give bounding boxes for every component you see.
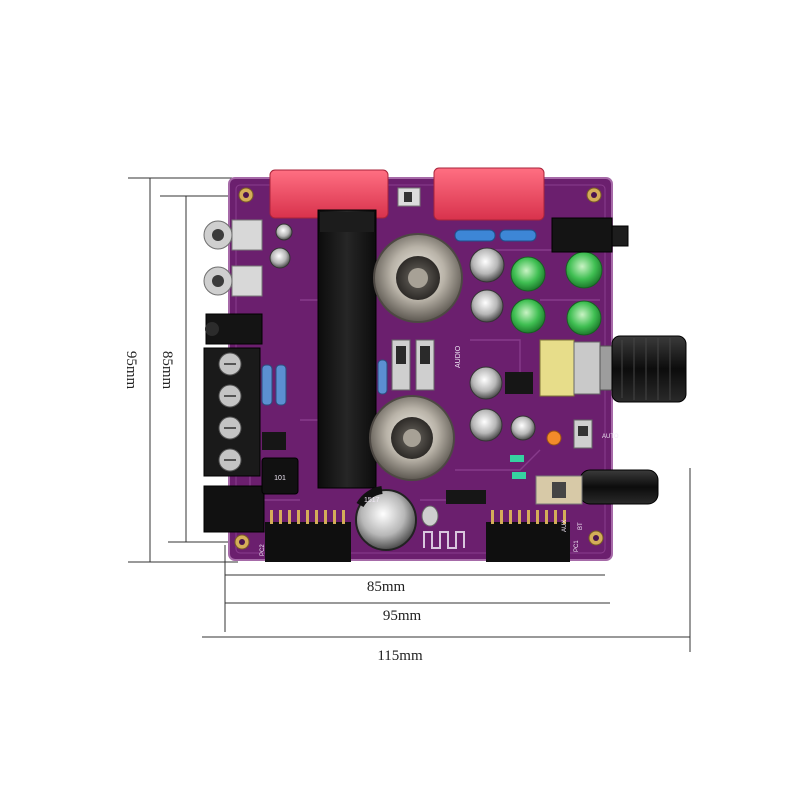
dimension-lines — [128, 177, 691, 652]
silk-bt: BT — [578, 522, 584, 530]
electrolytic-cap — [269, 247, 291, 269]
vacuum-tube-bottom — [369, 395, 455, 481]
electrolytic-cap — [275, 223, 293, 241]
filter-capacitor: 1517 — [355, 486, 417, 551]
silk-auto: AUTO — [602, 434, 619, 440]
volume-knob — [611, 335, 687, 403]
small-resistors — [261, 359, 388, 406]
blue-resistor — [499, 229, 537, 242]
silk-audio: AUDIO — [455, 345, 462, 368]
dc-power-jack — [203, 485, 265, 533]
inductor-label: 101 — [274, 475, 286, 482]
silk-pc1: PC1 — [574, 540, 580, 552]
cap-label: 1517 — [364, 497, 380, 504]
volume-potentiometer — [539, 339, 615, 397]
vacuum-tube-top — [373, 233, 463, 323]
selector-knob — [579, 469, 659, 505]
red-box-capacitor-right — [433, 167, 545, 221]
ic-chip — [262, 432, 286, 450]
dim-height-95: 95mm — [123, 351, 139, 390]
pcb-board: 101 — [203, 167, 687, 562]
mounting-holes — [234, 187, 604, 550]
dim-width-115: 115mm — [377, 648, 423, 664]
silk-pc2: PC2 — [260, 544, 266, 556]
ic-chip — [446, 490, 486, 504]
rca-jack-bottom — [203, 265, 263, 297]
screw-terminal-block — [203, 347, 261, 477]
green-capacitors — [510, 251, 603, 336]
pin-header-right — [486, 510, 570, 562]
headphone-jack — [551, 217, 613, 253]
silver-capacitors — [469, 247, 536, 442]
ic-chip — [505, 372, 533, 394]
bt-antenna-trace — [423, 531, 465, 549]
led-green — [512, 472, 526, 479]
heatsink — [317, 209, 377, 489]
pin-header-left — [265, 510, 351, 562]
crystal — [421, 505, 439, 527]
blue-resistor — [454, 229, 496, 242]
dim-width-95: 95mm — [383, 608, 422, 624]
inductor: 101 — [261, 457, 299, 495]
led-green — [510, 455, 524, 462]
status-led — [546, 430, 562, 446]
rca-jack-top — [203, 219, 263, 251]
dim-width-85: 85mm — [367, 579, 406, 595]
silk-aux: AUX — [562, 520, 568, 532]
dim-height-85: 85mm — [159, 351, 175, 390]
